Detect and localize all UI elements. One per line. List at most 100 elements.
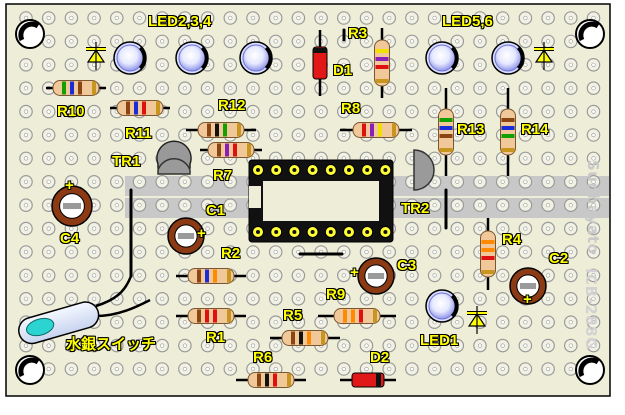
pad-hole — [545, 320, 551, 325]
pad-hole — [160, 366, 165, 372]
pad-hole — [182, 343, 187, 348]
label-r1: R1 — [206, 329, 226, 346]
pad-hole — [477, 15, 483, 21]
resistor-r8 — [340, 122, 412, 138]
pad-hole — [432, 273, 437, 278]
pad-hole — [341, 366, 346, 372]
pad-hole — [205, 86, 210, 91]
plus-c4: + — [65, 177, 74, 194]
pad-hole — [523, 39, 528, 44]
pad-hole — [545, 15, 551, 21]
pad-hole — [432, 203, 437, 208]
pad-hole — [319, 296, 324, 301]
pad-hole — [273, 273, 278, 278]
pad-hole — [477, 226, 483, 231]
label-r9: R9 — [326, 286, 346, 303]
pad-hole — [46, 15, 51, 21]
led-lens — [242, 44, 270, 72]
resistor-band — [359, 309, 363, 323]
pad-hole — [205, 366, 210, 372]
pad-hole — [273, 343, 278, 348]
label-tr1: TR1 — [112, 153, 141, 170]
pad-hole — [273, 62, 278, 67]
resistor-band — [321, 331, 325, 345]
pad-hole — [409, 226, 415, 231]
pad-hole — [477, 273, 483, 278]
pad-hole — [455, 203, 460, 208]
resistor-band — [62, 81, 66, 95]
pad-hole — [69, 179, 74, 184]
pad-hole — [137, 366, 142, 372]
pad-hole — [23, 273, 29, 278]
pad-hole — [409, 203, 415, 208]
pad-hole — [160, 203, 165, 208]
resistor-r14 — [500, 88, 516, 176]
pad-hole — [296, 273, 301, 278]
pad-hole — [182, 320, 187, 325]
diode-body — [312, 46, 328, 80]
resistor-band — [287, 373, 291, 387]
mounting-holes — [15, 19, 605, 385]
pad-hole — [273, 249, 278, 255]
resistor-r4 — [480, 218, 496, 290]
resistor-band — [481, 256, 495, 260]
pad-hole — [455, 179, 460, 184]
pad-hole — [91, 15, 97, 21]
plus-c3: + — [350, 264, 359, 281]
pad-hole — [455, 343, 460, 348]
ic-pin-hole — [256, 168, 260, 172]
pad-hole — [250, 320, 256, 325]
pad-hole — [23, 109, 29, 114]
resistor-band — [439, 126, 453, 130]
pad-hole — [568, 109, 573, 114]
label-r12: R12 — [218, 97, 246, 114]
resistor-r13 — [438, 88, 454, 176]
ic-pin-hole — [274, 230, 279, 234]
pad-hole — [182, 179, 187, 184]
pad-hole — [409, 109, 415, 114]
resistor-band — [501, 134, 515, 138]
pad-hole — [568, 39, 573, 44]
pad-hole — [455, 86, 460, 91]
pad-hole — [46, 39, 51, 44]
pad-hole — [409, 15, 415, 21]
diode-d1 — [312, 30, 328, 96]
pad-hole — [91, 296, 97, 301]
pad-hole — [409, 273, 415, 278]
resistor-band — [351, 309, 355, 323]
capacitor-lead-bar — [177, 233, 195, 239]
pad-hole — [160, 15, 165, 21]
pad-hole — [568, 156, 573, 161]
led-led2 — [113, 41, 147, 75]
pad-hole — [568, 203, 573, 208]
side-text-maker: Sunhayato — [584, 160, 602, 255]
pad-hole — [341, 343, 346, 348]
resistor-band — [126, 101, 130, 115]
pad-hole — [387, 15, 392, 21]
pad-hole — [568, 15, 573, 21]
pad-hole — [545, 62, 551, 67]
pad-hole — [319, 366, 324, 372]
resistor-band — [392, 123, 396, 137]
pad-hole — [432, 132, 437, 138]
resistor-r1 — [176, 308, 246, 324]
ic-pin-hole — [292, 230, 297, 234]
pad-hole — [91, 132, 97, 138]
resistor-band — [227, 269, 231, 283]
pad-hole — [568, 179, 573, 184]
pad-hole — [182, 15, 187, 21]
pad-hole — [91, 366, 97, 372]
label-d1: D1 — [333, 62, 353, 79]
pad-hole — [545, 39, 551, 44]
pad-hole — [364, 62, 369, 67]
pad-hole — [160, 39, 165, 44]
led-polarity-led1 — [467, 306, 487, 334]
resistor-band — [501, 148, 515, 152]
pad-hole — [500, 366, 505, 372]
resistor-r5 — [270, 330, 340, 346]
pad-hole — [273, 86, 278, 91]
pad-hole — [46, 156, 51, 161]
pad-hole — [114, 226, 119, 231]
pad-hole — [114, 343, 119, 348]
